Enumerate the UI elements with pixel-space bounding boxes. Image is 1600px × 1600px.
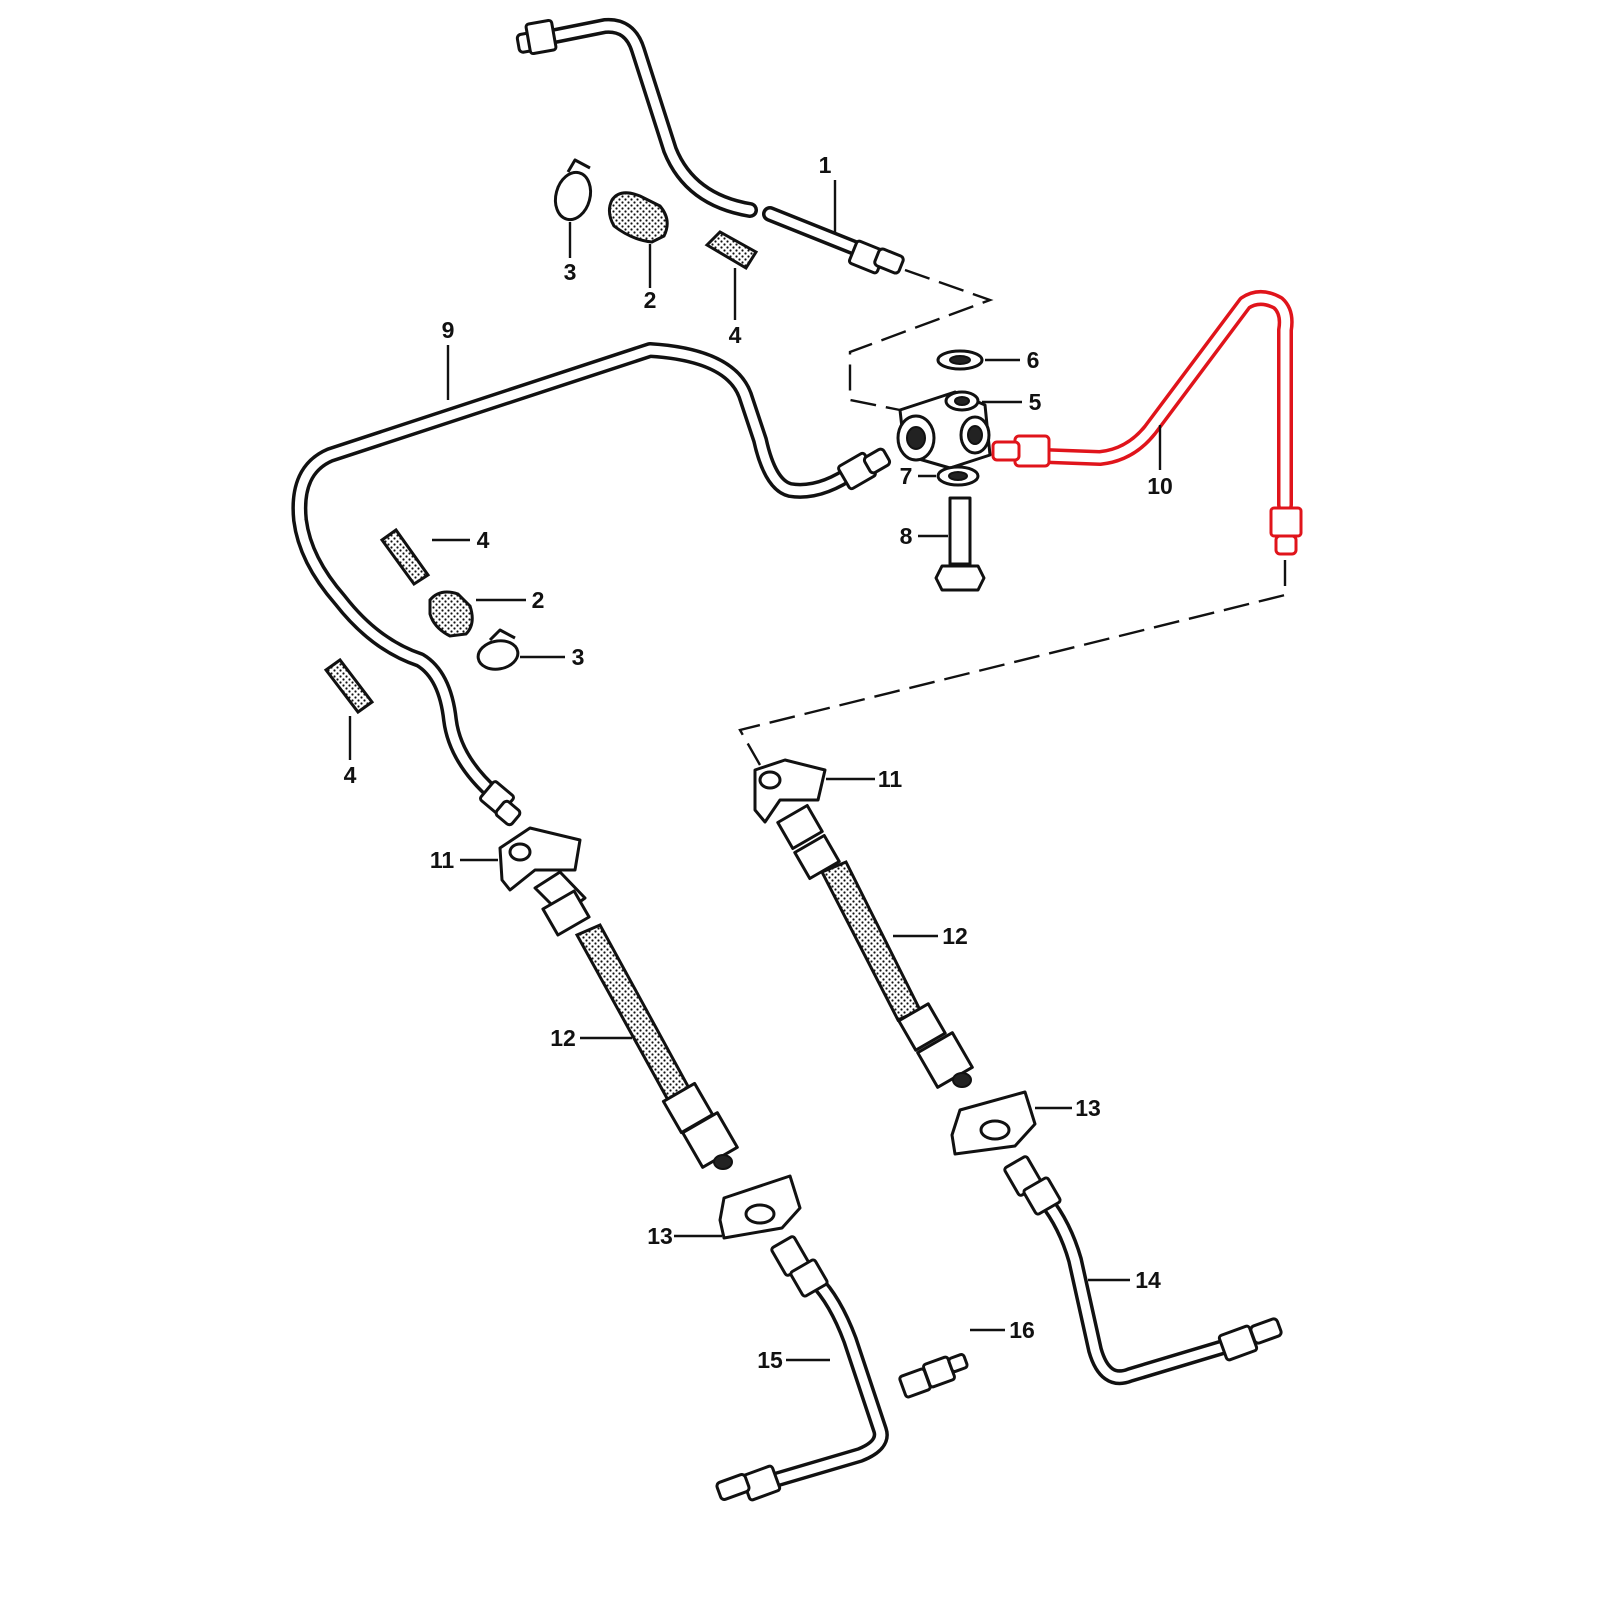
- callout-16: 16: [1009, 1317, 1035, 1343]
- brake-line-part-9[interactable]: [291, 342, 892, 827]
- brake-hose-part-12-right[interactable]: [776, 804, 974, 1089]
- tee-fitting-part-5[interactable]: [896, 390, 992, 470]
- callout-8: 8: [900, 523, 913, 549]
- callout-4b: 4: [477, 527, 490, 553]
- callout-2a: 2: [644, 287, 657, 313]
- brake-hose-part-12-left[interactable]: [533, 870, 739, 1170]
- sleeve-part-4-upper[interactable]: [704, 230, 759, 271]
- callout-13b: 13: [1075, 1095, 1101, 1121]
- callout-12a: 12: [550, 1025, 576, 1051]
- callout-2b: 2: [532, 587, 545, 613]
- callout-14: 14: [1135, 1267, 1161, 1293]
- callout-10: 10: [1147, 473, 1173, 499]
- spring-clip-part-13-left[interactable]: [718, 1174, 802, 1240]
- brake-line-part-14[interactable]: [1003, 1155, 1283, 1386]
- callout-12b: 12: [942, 923, 968, 949]
- callout-4a: 4: [729, 322, 742, 348]
- callout-11b: 11: [878, 766, 903, 792]
- brake-line-part-10-highlighted[interactable]: [991, 290, 1303, 556]
- brake-line-part-1[interactable]: [515, 17, 905, 275]
- connection-line-part-1-to-tee: [848, 268, 994, 412]
- callout-15: 15: [757, 1347, 783, 1373]
- callout-1: 1: [819, 152, 832, 178]
- bleeder-valve-part-16[interactable]: [898, 1353, 969, 1399]
- washer-part-6[interactable]: [936, 349, 984, 371]
- callout-6: 6: [1027, 347, 1040, 373]
- spring-clip-part-13-right[interactable]: [950, 1090, 1037, 1156]
- callout-3a: 3: [564, 259, 577, 285]
- callout-11a: 11: [430, 847, 455, 873]
- brake-line-part-15[interactable]: [715, 1235, 889, 1502]
- bolt-part-8[interactable]: [934, 496, 986, 592]
- callout-4c: 4: [344, 762, 357, 788]
- connection-line-part-10-to-bracket: [738, 560, 1287, 766]
- callout-7: 7: [900, 463, 913, 489]
- clip-part-3-middle[interactable]: [476, 628, 520, 672]
- callout-5: 5: [1029, 389, 1042, 415]
- sleeve-part-4-middle[interactable]: [379, 527, 431, 587]
- callout-3b: 3: [572, 644, 585, 670]
- callout-13a: 13: [647, 1223, 673, 1249]
- callout-9: 9: [442, 317, 455, 343]
- lock-washer-part-7[interactable]: [936, 465, 980, 487]
- bracket-part-11-right[interactable]: [753, 758, 827, 824]
- grommet-part-2-upper[interactable]: [607, 191, 669, 244]
- bracket-part-11-left[interactable]: [498, 826, 582, 892]
- sleeve-part-4-lower[interactable]: [323, 657, 375, 715]
- grommet-part-2-middle[interactable]: [428, 590, 474, 638]
- clip-part-3-upper[interactable]: [550, 158, 595, 224]
